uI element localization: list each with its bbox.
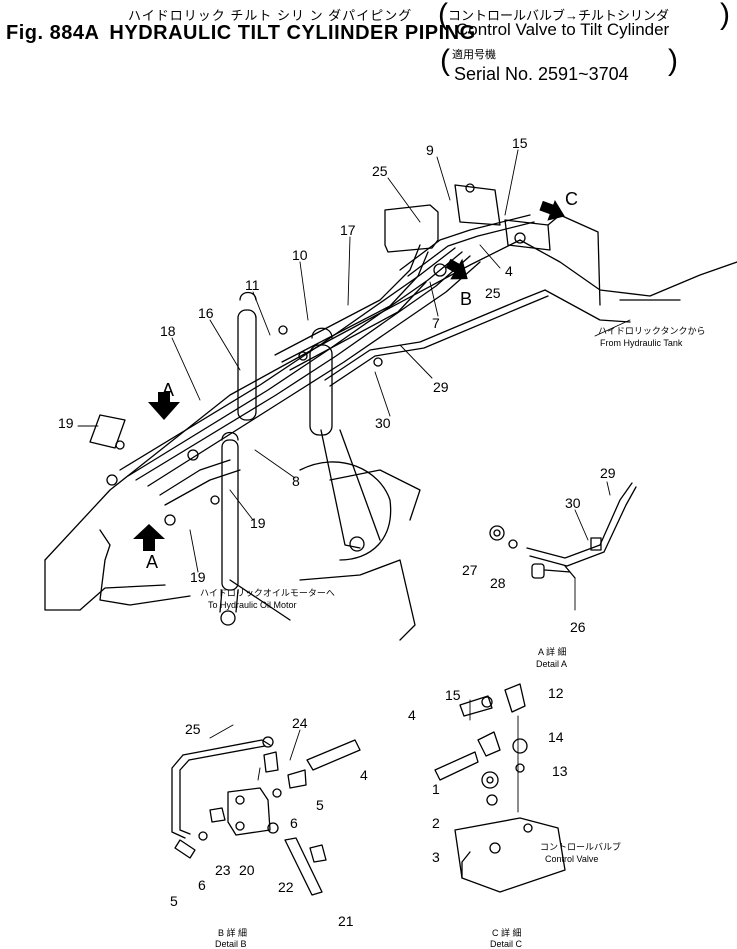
part-18: 18 — [160, 323, 176, 339]
part-4-detail-c: 4 — [408, 707, 416, 723]
part-13: 13 — [552, 763, 568, 779]
detail-c — [434, 683, 566, 893]
title-japanese: ハイドロリック チルト シリ ン ダパイピング — [128, 8, 413, 23]
part-16: 16 — [198, 305, 214, 321]
part-11: 11 — [245, 277, 260, 293]
part-15-main: 15 — [512, 135, 528, 151]
control-valve-top — [384, 183, 601, 306]
part-5-detail-b-left: 5 — [170, 893, 178, 909]
part-10: 10 — [292, 247, 308, 263]
part-3: 3 — [432, 849, 440, 865]
detail-b — [171, 724, 361, 896]
part-14: 14 — [548, 729, 564, 745]
part-6-detail-b-left: 6 — [198, 877, 206, 893]
part-24: 24 — [292, 715, 308, 731]
tilt-cylinders — [219, 291, 381, 626]
part-8: 8 — [292, 473, 300, 489]
from-tank-japanese: ハイドロリックタンクから — [598, 326, 705, 336]
view-letter-a-bottom: A — [146, 552, 158, 572]
bracket-open-2: ( — [440, 44, 450, 77]
detail-a-japanese: A 詳 細 — [538, 646, 567, 657]
to-motor-japanese: ハイドロリックオイルモーターへ — [200, 588, 335, 598]
part-17: 17 — [340, 222, 356, 238]
figure-title-text: HYDRAULIC TILT CYLIINDER PIPING — [109, 22, 476, 44]
part-27: 27 — [462, 562, 478, 578]
part-7: 7 — [432, 315, 440, 331]
part-4-main: 4 — [505, 263, 513, 279]
part-1: 1 — [432, 781, 440, 797]
part-19-left: 19 — [58, 415, 74, 431]
part-labels: 9 15 25 17 10 11 16 18 19 8 19 19 30 29 … — [58, 135, 705, 949]
bracket-open-1: ( — [438, 0, 448, 31]
part-21: 21 — [338, 913, 354, 929]
part-4-detail-b: 4 — [360, 767, 368, 783]
from-tank-label: From Hydraulic Tank — [600, 338, 683, 348]
part-20: 20 — [239, 862, 255, 878]
part-23: 23 — [215, 862, 231, 878]
view-letter-a-top: A — [162, 380, 174, 400]
part-15-detail: 15 — [445, 687, 461, 703]
detail-a — [489, 481, 637, 611]
part-5-detail-b-right: 5 — [316, 797, 324, 813]
control-valve-label: Control Valve — [545, 854, 598, 864]
part-6-detail-b-right: 6 — [290, 815, 298, 831]
view-arrows — [133, 199, 565, 551]
detail-b-japanese: B 詳 細 — [218, 927, 247, 938]
control-valve-japanese: コントロールバルブ — [540, 841, 621, 852]
view-letter-b: B — [460, 289, 472, 309]
part-29-detail: 29 — [600, 465, 616, 481]
part-30-main: 30 — [375, 415, 391, 431]
view-letter-c: C — [565, 189, 578, 209]
subtitle: Control Valve to Tilt Cylinder — [456, 20, 670, 39]
bracket-close-2: ) — [668, 44, 678, 77]
part-12: 12 — [548, 685, 564, 701]
part-25-b: 25 — [485, 285, 501, 301]
detail-b-caption: Detail B — [215, 939, 247, 949]
pipe-fittings — [89, 325, 383, 526]
part-28: 28 — [490, 575, 506, 591]
figure-title: Fig. 884A HYDRAULIC TILT CYLIINDER PIPING — [6, 22, 486, 45]
applicable-japanese: 適用号機 — [452, 49, 496, 61]
to-motor-label: To Hydraulic Oil Motor — [208, 600, 297, 610]
leader-lines — [77, 149, 631, 573]
serial-range: Serial No. 2591~3704 — [454, 64, 629, 84]
part-19-mid: 19 — [250, 515, 266, 531]
part-25-detail: 25 — [185, 721, 201, 737]
subtitle-japanese: コントロールバルブ→チルトシリンダ — [448, 8, 670, 23]
detail-a-caption: Detail A — [536, 659, 567, 669]
tractor-frame — [44, 239, 737, 641]
part-2: 2 — [432, 815, 440, 831]
part-22: 22 — [278, 879, 294, 895]
part-9: 9 — [426, 142, 434, 158]
part-26: 26 — [570, 619, 586, 635]
part-30-detail: 30 — [565, 495, 581, 511]
part-29-main: 29 — [433, 379, 449, 395]
part-25-main: 25 — [372, 163, 388, 179]
part-19-low: 19 — [190, 569, 206, 585]
bracket-close-1: ) — [720, 0, 730, 31]
detail-c-japanese: C 詳 細 — [492, 927, 522, 938]
main-pipes — [99, 214, 631, 606]
detail-c-caption: Detail C — [490, 939, 523, 949]
figure-number: Fig. 884A — [6, 22, 100, 44]
